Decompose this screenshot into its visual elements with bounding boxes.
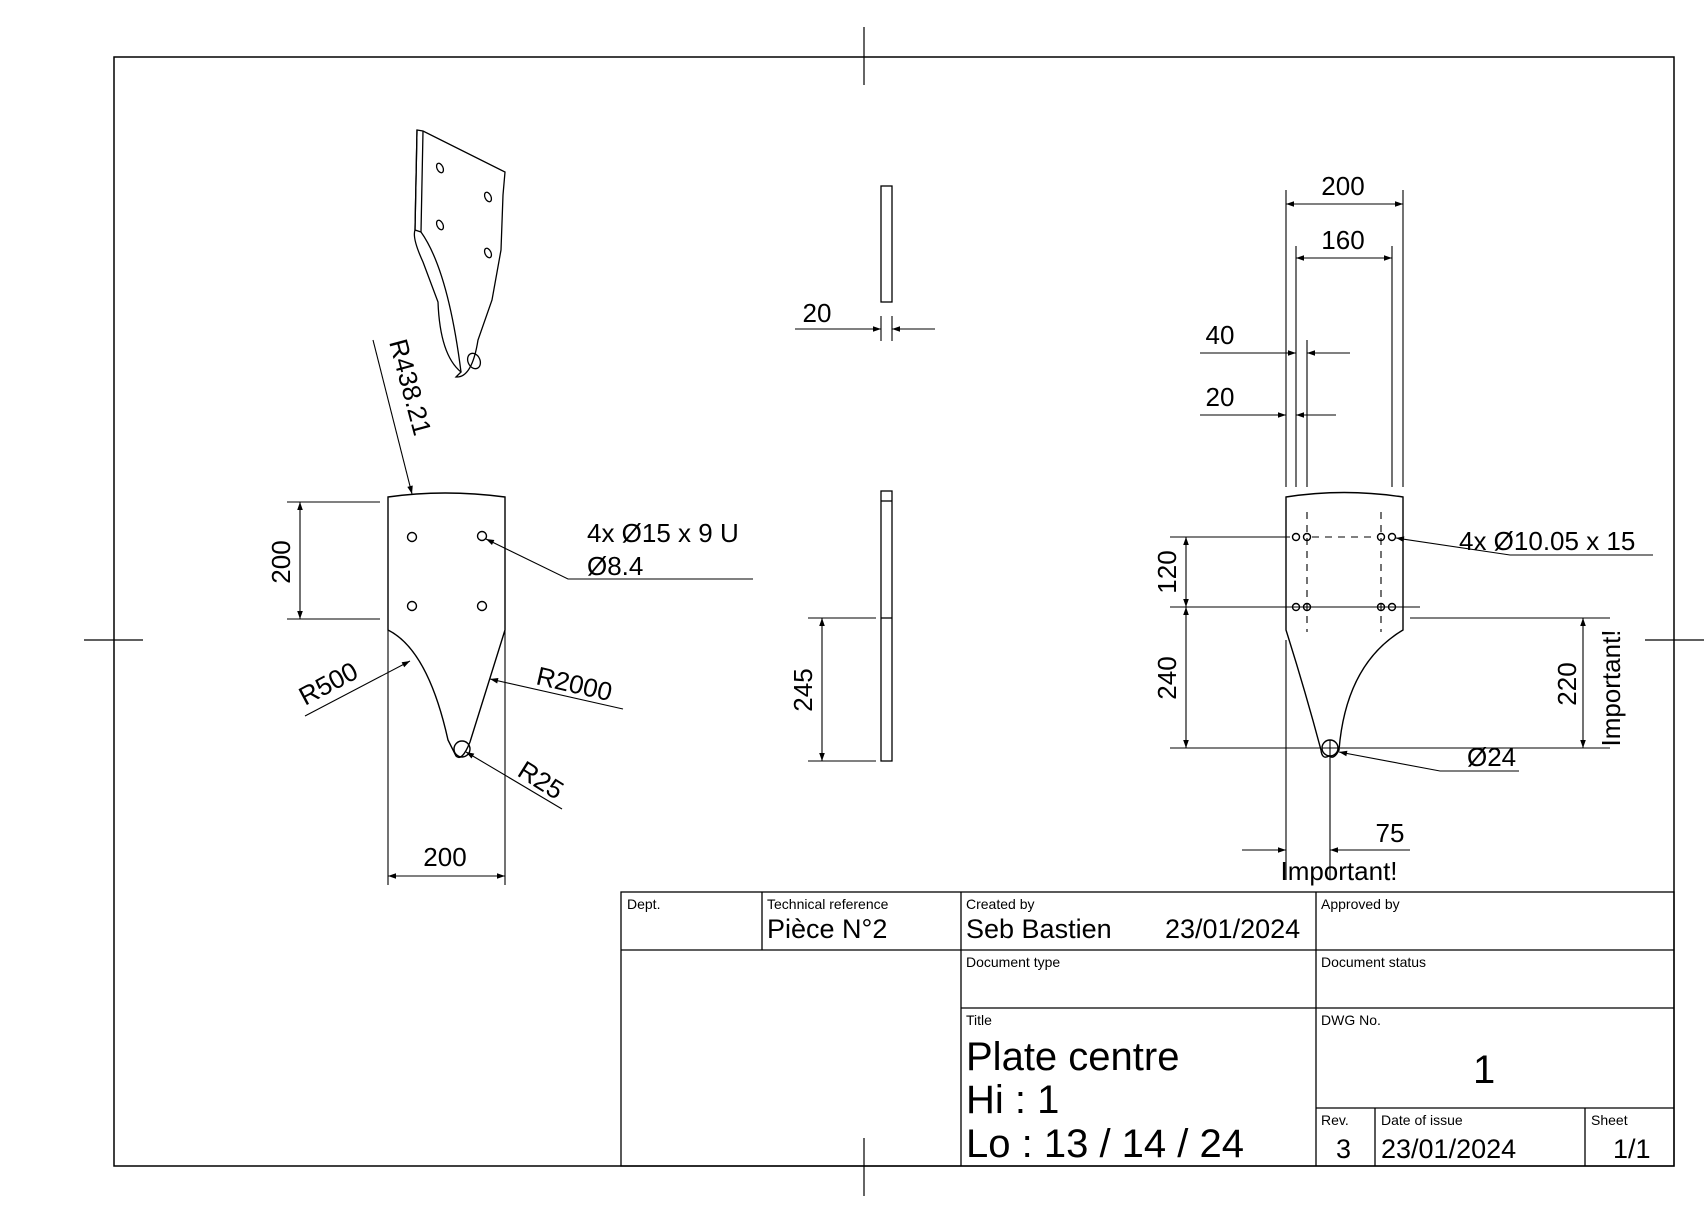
title-block: Dept. Technical reference Pièce N°2 Crea… — [621, 892, 1674, 1166]
front-hole — [406, 600, 418, 612]
right-dim-20: 20 — [1206, 382, 1235, 412]
created-label: Created by — [966, 896, 1035, 912]
front-dim-r25: R25 — [513, 755, 569, 806]
centering-marks — [84, 27, 1704, 1196]
front-hole — [476, 530, 488, 542]
side-view-top — [880, 185, 893, 762]
dwg-label: DWG No. — [1321, 1012, 1381, 1028]
front-hole-note-1: 4x Ø15 x 9 U — [587, 518, 739, 548]
docstatus-label: Document status — [1321, 954, 1427, 970]
title-block-grid — [620, 891, 1675, 1167]
title-line-2: Hi : 1 — [966, 1078, 1060, 1122]
right-dim-120: 120 — [1152, 550, 1182, 593]
right-dim-240: 240 — [1152, 656, 1182, 699]
side-dim-245: 245 — [788, 668, 818, 711]
front-outline — [387, 492, 506, 759]
front-hole-note-2: Ø8.4 — [587, 551, 643, 581]
dwg-value: 1 — [1473, 1048, 1496, 1092]
title-line-1: Plate centre — [966, 1035, 1180, 1079]
right-important-horizontal: Important! — [1280, 856, 1397, 886]
right-hole-note: 4x Ø10.05 x 15 — [1459, 526, 1635, 556]
sheet-label: Sheet — [1591, 1112, 1628, 1128]
front-dimensions — [287, 339, 753, 885]
dept-label: Dept. — [627, 896, 661, 912]
front-hole — [406, 531, 418, 543]
techref-value: Pièce N°2 — [767, 914, 888, 944]
sheet-value: 1/1 — [1613, 1134, 1651, 1164]
rev-value: 3 — [1336, 1134, 1352, 1164]
side-dimensions — [795, 316, 935, 762]
isometric-view — [413, 129, 506, 378]
front-dim-200-horizontal: 200 — [423, 842, 466, 872]
title-label: Title — [966, 1012, 992, 1028]
created-date: 23/01/2024 — [1165, 914, 1301, 944]
right-dim-bore: Ø24 — [1467, 742, 1516, 772]
front-hole — [476, 600, 488, 612]
front-dim-r500: R500 — [294, 656, 363, 712]
approved-label: Approved by — [1321, 896, 1400, 912]
issue-label: Date of issue — [1381, 1112, 1463, 1128]
front-pivot-hole — [453, 740, 471, 758]
created-value: Seb Bastien — [966, 914, 1112, 944]
doctype-label: Document type — [966, 954, 1061, 970]
front-view — [387, 492, 506, 759]
front-dim-r2000: R2000 — [534, 661, 615, 707]
right-dim-200: 200 — [1321, 171, 1364, 201]
right-view — [1285, 491, 1404, 758]
right-dim-40: 40 — [1206, 320, 1235, 350]
right-hidden-lines — [1306, 512, 1382, 632]
front-dim-r438: R438.21 — [383, 336, 437, 439]
right-important-vertical: Important! — [1596, 629, 1626, 746]
right-dim-220: 220 — [1552, 662, 1582, 705]
rev-label: Rev. — [1321, 1112, 1349, 1128]
right-dimensions — [1170, 190, 1653, 880]
right-outline — [1285, 491, 1404, 758]
right-dim-160: 160 — [1321, 225, 1364, 255]
side-dim-20: 20 — [803, 298, 832, 328]
front-dim-200-vertical: 200 — [266, 540, 296, 583]
techref-label: Technical reference — [767, 896, 889, 912]
title-line-3: Lo : 13 / 14 / 24 — [966, 1122, 1244, 1166]
issue-value: 23/01/2024 — [1381, 1134, 1517, 1164]
right-dim-75: 75 — [1376, 818, 1405, 848]
